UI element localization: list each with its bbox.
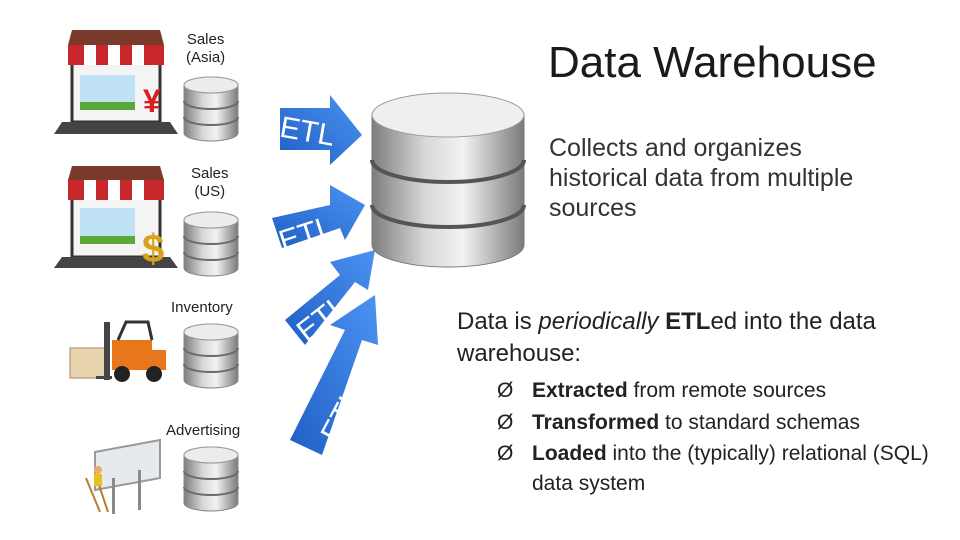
storefront-laptop-yen-icon: ¥ bbox=[54, 30, 178, 134]
source-label-line1: Sales bbox=[191, 165, 229, 182]
page-title: Data Warehouse bbox=[548, 38, 877, 87]
source-label-inventory: Inventory bbox=[171, 299, 233, 316]
periodic-bold: ETL bbox=[665, 308, 711, 335]
step-name: Extracted bbox=[532, 379, 628, 402]
source-label-line1: Sales bbox=[186, 31, 225, 48]
source-label-sales-us: Sales (US) bbox=[191, 165, 229, 201]
source-label-advertising: Advertising bbox=[166, 422, 241, 439]
etl-arrow-us bbox=[272, 185, 365, 248]
list-item: Ø Loaded into the (typically) relational … bbox=[497, 439, 957, 499]
inventory-database-icon bbox=[183, 323, 239, 389]
periodic-etl-statement: Data is periodically ETLed into the data… bbox=[457, 306, 957, 370]
source-label-line2: (Asia) bbox=[186, 49, 226, 66]
list-item: Ø Extracted from remote sources bbox=[497, 375, 957, 407]
etl-steps-list: Ø Extracted from remote sources Ø Transfor… bbox=[497, 375, 957, 499]
forklift-icon bbox=[69, 320, 166, 382]
step-name: Transformed bbox=[532, 411, 660, 434]
arrow-bullet-icon: Ø bbox=[497, 379, 514, 402]
arrow-bullet-icon: Ø bbox=[497, 411, 514, 434]
svg-text:¥: ¥ bbox=[143, 83, 161, 119]
step-description: from remote sources bbox=[627, 379, 827, 402]
arrow-bullet-icon: Ø bbox=[497, 442, 514, 465]
etl-arrow-inventory bbox=[285, 250, 375, 345]
storefront-laptop-dollar-icon: $ bbox=[54, 166, 178, 271]
svg-text:$: $ bbox=[142, 227, 164, 271]
step-name: Loaded bbox=[532, 442, 607, 465]
warehouse-description: Collects and organizes historical data f… bbox=[549, 134, 854, 222]
periodic-italic: periodically bbox=[538, 308, 659, 335]
source-label-line2: (US) bbox=[194, 183, 226, 200]
periodic-text-1: Data is bbox=[457, 308, 539, 335]
etl-arrow-asia bbox=[280, 95, 362, 165]
step-description: to standard schemas bbox=[659, 411, 860, 434]
source-label-sales-asia: Sales (Asia) bbox=[186, 31, 225, 67]
periodic-text-2: ed into the data warehouse: bbox=[457, 308, 876, 367]
list-item: Ø Transformed to standard schemas bbox=[497, 407, 957, 439]
advertising-database-icon bbox=[183, 446, 239, 512]
warehouse-database-icon bbox=[370, 92, 526, 268]
etl-arrow-advertising bbox=[290, 295, 378, 455]
sales-us-database-icon bbox=[183, 211, 239, 277]
billboard-icon bbox=[85, 438, 161, 514]
sales-asia-database-icon bbox=[183, 76, 239, 142]
step-description: into the (typically) relational (SQL) da… bbox=[532, 442, 929, 495]
